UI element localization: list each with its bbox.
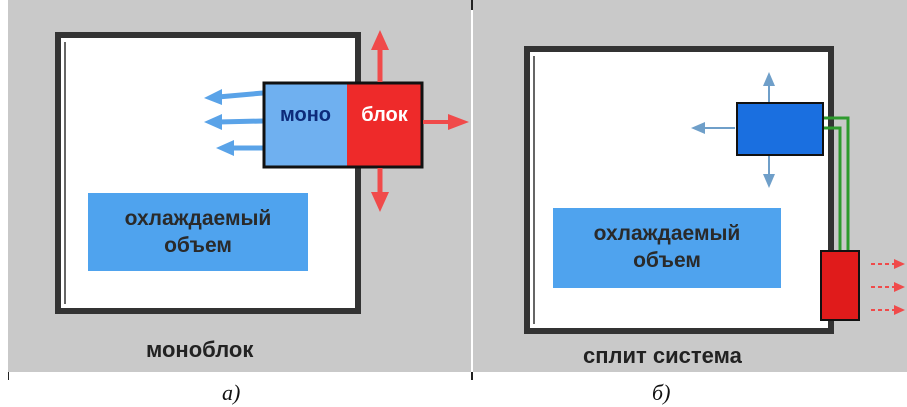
cooled-volume-b-line2: объем	[633, 249, 701, 272]
pipe-line-1	[823, 116, 850, 252]
cooled-volume-line1: охлаждаемый	[124, 207, 272, 230]
cooled-volume-box-b: охлаждаемый объем	[553, 208, 781, 288]
indoor-air-arrows	[691, 72, 775, 188]
indoor-arrow-down-head	[763, 174, 775, 188]
indoor-unit	[736, 102, 824, 156]
sublabel-b: б)	[652, 380, 671, 405]
room-walls-b	[524, 46, 834, 334]
hot-air-arrows	[371, 30, 469, 212]
cold-arrow-2-head	[204, 114, 222, 130]
indoor-arrow-left-head	[691, 122, 705, 134]
left-edge-tick	[8, 372, 9, 380]
cooled-volume-line2: объем	[164, 234, 232, 257]
panel-monoblock: моно блок охлаждаемый объем моноблок	[8, 0, 471, 372]
cold-arrow-1	[217, 90, 264, 100]
panel-divider-bottom	[471, 372, 473, 380]
hot-arrow-right-head	[448, 114, 469, 130]
sublabel-a: а)	[222, 380, 241, 405]
pipe-line-2	[823, 126, 842, 252]
monoblock-outline	[262, 81, 424, 169]
panel-divider-top	[471, 0, 473, 10]
hot-arrow-down-head	[371, 192, 389, 212]
cooled-volume-b-line1: охлаждаемый	[593, 222, 741, 245]
cold-air-arrows	[204, 89, 264, 156]
cooled-volume-box: охлаждаемый объем	[88, 193, 308, 271]
heat-arrow-3-head	[894, 305, 905, 315]
monoblock-diagram	[55, 30, 469, 314]
block-label: блок	[361, 104, 408, 126]
panel-split-system: охлаждаемый объем сплит система	[473, 0, 907, 372]
heat-arrow-2-head	[894, 282, 905, 292]
refrigerant-pipe	[823, 116, 850, 252]
split-system-diagram	[524, 46, 905, 334]
cold-arrow-3-head	[216, 140, 234, 156]
hot-arrow-up-head	[371, 30, 389, 50]
cold-arrow-1-head	[204, 89, 222, 105]
outdoor-heat-arrows	[871, 259, 905, 315]
monoblock-caption: моноблок	[146, 337, 254, 362]
outdoor-unit	[820, 250, 860, 321]
mono-label: моно	[279, 104, 332, 126]
indoor-arrow-up-head	[763, 72, 775, 86]
cold-arrow-2	[217, 118, 264, 125]
split-system-caption: сплит система	[583, 343, 742, 368]
mono-cold-half	[264, 83, 347, 167]
mono-hot-half	[347, 83, 422, 167]
heat-arrow-1-head	[894, 259, 905, 269]
